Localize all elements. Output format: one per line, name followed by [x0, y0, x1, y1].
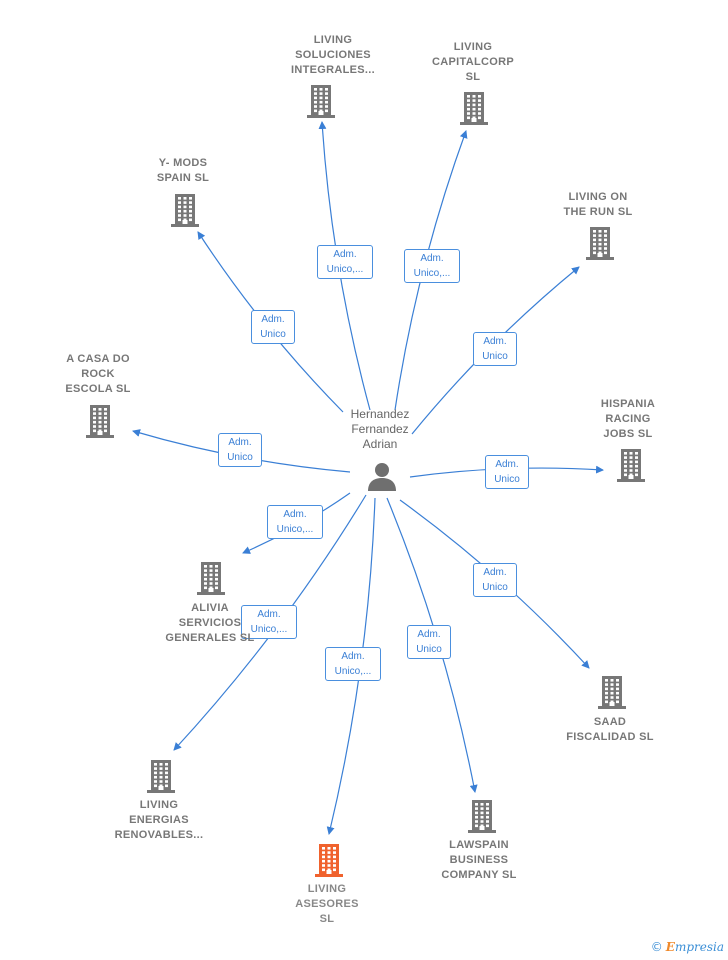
- company-label-living-capitalcorp[interactable]: LIVING CAPITALCORP SL: [432, 41, 514, 83]
- building-icon[interactable]: [306, 84, 336, 118]
- edge-label-alivia[interactable]: Adm. Unico,...: [267, 505, 323, 539]
- edge-label-lawspain[interactable]: Adm. Unico: [407, 625, 451, 659]
- center-person-label: Hernandez Fernandez Adrian: [350, 407, 410, 451]
- company-label-living-soluciones[interactable]: LIVING SOLUCIONES INTEGRALES...: [291, 34, 375, 76]
- company-label-a-casa-do-rock[interactable]: A CASA DO ROCK ESCOLA SL: [65, 353, 131, 395]
- edge-label-saad[interactable]: Adm. Unico: [473, 563, 517, 597]
- company-label-living-energias[interactable]: LIVING ENERGIAS RENOVABLES...: [114, 799, 204, 841]
- building-icon[interactable]: [85, 404, 115, 438]
- brand-name: mpresia: [674, 940, 724, 954]
- edge-label-living-on-the-run[interactable]: Adm. Unico: [473, 332, 517, 366]
- building-icon[interactable]: [170, 193, 200, 227]
- edge-label-y-mods[interactable]: Adm. Unico: [251, 310, 295, 344]
- building-icon[interactable]: [314, 843, 344, 877]
- person-icon[interactable]: [366, 461, 398, 491]
- edge-label-a-casa-do-rock[interactable]: Adm. Unico: [218, 433, 262, 467]
- company-label-lawspain[interactable]: LAWSPAIN BUSINESS COMPANY SL: [441, 839, 517, 881]
- brand-initial: E: [665, 940, 675, 954]
- company-label-hispania-racing[interactable]: HISPANIA RACING JOBS SL: [600, 398, 656, 440]
- company-label-alivia[interactable]: ALIVIA SERVICIOS GENERALES SL: [165, 602, 255, 644]
- company-label-y-mods[interactable]: Y- MODS SPAIN SL: [156, 157, 210, 184]
- edge-label-living-asesores[interactable]: Adm. Unico,...: [325, 647, 381, 681]
- edge-label-hispania-racing[interactable]: Adm. Unico: [485, 455, 529, 489]
- edge-label-living-energias[interactable]: Adm. Unico,...: [241, 605, 297, 639]
- building-icon[interactable]: [597, 675, 627, 709]
- edge-label-living-capitalcorp[interactable]: Adm. Unico,...: [404, 249, 460, 283]
- building-icon[interactable]: [459, 91, 489, 125]
- company-label-living-on-the-run[interactable]: LIVING ON THE RUN SL: [563, 191, 633, 218]
- building-icon[interactable]: [467, 799, 497, 833]
- edge-label-living-soluciones[interactable]: Adm. Unico,...: [317, 245, 373, 279]
- empresia-brand: ©Empresia: [651, 940, 724, 954]
- company-label-saad[interactable]: SAAD FISCALIDAD SL: [566, 716, 654, 743]
- building-icon[interactable]: [585, 226, 615, 260]
- company-label-living-asesores[interactable]: LIVING ASESORES SL: [295, 883, 359, 925]
- copyright-symbol: ©: [650, 940, 663, 954]
- building-icon[interactable]: [196, 561, 226, 595]
- building-icon[interactable]: [616, 448, 646, 482]
- building-icon[interactable]: [146, 759, 176, 793]
